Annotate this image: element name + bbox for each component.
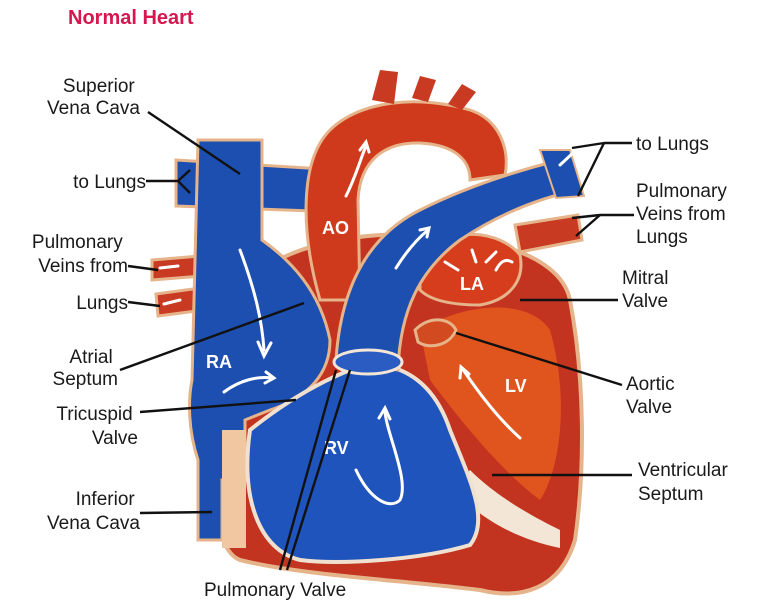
flow-arrow-lv-head [458, 363, 471, 380]
flow-arrow-lv [460, 366, 522, 440]
label-tricuspid-valve: Tricuspid Valve [56, 404, 138, 449]
inferior-vena-cava-highlight [222, 430, 246, 548]
flow-arrow-ao-up-head [358, 138, 371, 154]
flow-arrow-ra-down [238, 248, 266, 352]
label-pulmonary-veins-left: Pulmonary Veins from [32, 232, 128, 277]
label-pulmonary-valve: Pulmonary Valve [204, 580, 346, 601]
label-inferior-vena-cava: Inferior Vena Cava [47, 489, 140, 534]
leader-superior-vena-cava [147, 111, 241, 175]
flow-arrow-to-lungs-lower [558, 198, 576, 204]
flow-arrow-la-2 [470, 248, 478, 264]
label-mitral-valve: Mitral Valve [622, 268, 674, 312]
chamber-label-la: LA [460, 274, 484, 294]
leader-aortic-valve [455, 331, 623, 387]
leader-inferior-vena-cava [139, 510, 213, 515]
leader-pv-left [127, 264, 159, 272]
leader-atrial-septum [119, 301, 305, 372]
flow-arrow-ra-down-head [256, 340, 273, 360]
chamber-label-ra: RA [206, 352, 232, 372]
right-pulmonary-veins [513, 213, 584, 254]
flow-arrow-ao-up [344, 144, 368, 198]
aorta-branch-2 [412, 76, 436, 102]
flow-arrow-ra-right [222, 376, 274, 394]
aorta [304, 100, 508, 302]
leader-to-lungs-left-b [177, 180, 191, 194]
leader-lungs-left [127, 300, 161, 308]
flow-arrow-la-3 [484, 250, 498, 264]
flow-arrow-rv [354, 408, 404, 506]
flow-arrow-pa-up-head [418, 226, 431, 239]
flow-arrow-la-4 [494, 258, 514, 272]
label-ventricular-septum: Ventricular Septum [638, 460, 733, 505]
flow-arrow-rv-head [377, 404, 392, 421]
title: Normal Heart [68, 7, 194, 29]
label-aortic-valve: Aortic Valve [626, 374, 680, 418]
label-lungs-left: Lungs [76, 293, 128, 314]
aorta-branch-3 [448, 84, 476, 110]
ventricular-septum-band [455, 470, 560, 548]
label-pulmonary-veins-right: Pulmonary Veins from Lungs [636, 181, 732, 248]
flow-arrow-la-1 [443, 260, 460, 272]
leader-pv-right-b [575, 214, 601, 237]
chamber-label-ao: AO [322, 218, 349, 238]
flow-arrow-ra-right-head [263, 370, 277, 385]
chamber-label-rv: RV [324, 438, 349, 458]
flow-arrow-pa-up [394, 228, 430, 270]
leader-to-lungs-right-b [576, 142, 606, 197]
flow-arrow-pv-left-1 [158, 264, 180, 270]
pa-branch-right [538, 149, 586, 200]
leader-to-lungs-left-a [177, 169, 191, 182]
leader-to-lungs-right-a [571, 141, 605, 150]
label-to-lungs-right: to Lungs [636, 134, 709, 155]
aorta-branch-1 [372, 70, 398, 104]
label-to-lungs-left: to Lungs [73, 172, 146, 193]
chamber-label-lv: LV [505, 376, 527, 396]
flow-arrows [158, 138, 576, 506]
leader-lines [119, 111, 634, 571]
flow-arrow-pv-left-2 [162, 298, 182, 306]
flow-arrow-to-lungs-upper [558, 150, 576, 167]
leader-pv-right-a [571, 213, 601, 220]
leader-pulmonary-valve-a [278, 369, 338, 571]
leader-pulmonary-valve-b [285, 369, 352, 571]
leader-tricuspid-valve [139, 398, 297, 414]
label-atrial-septum: Atrial Septum [53, 347, 118, 390]
pulmonary-valve-shape [332, 348, 404, 376]
label-superior-vena-cava: Superior Vena Cava [47, 76, 140, 119]
aortic-valve-shape [413, 318, 458, 348]
chamber-label-pa: PA [394, 190, 418, 210]
